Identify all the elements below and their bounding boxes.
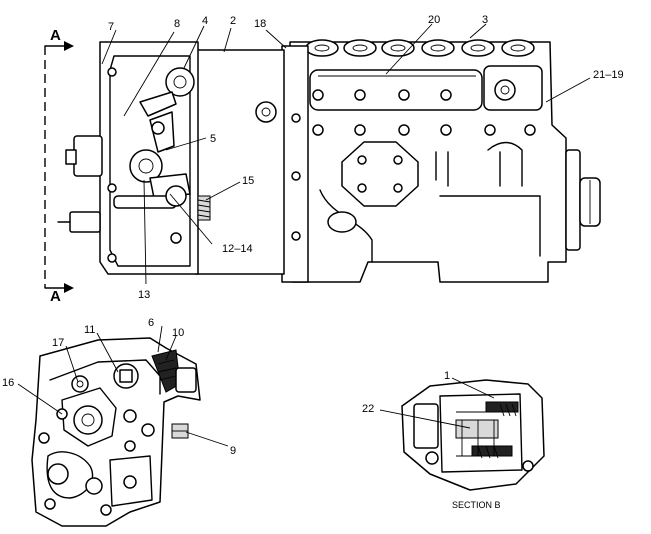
plunger-heads (305, 39, 535, 57)
section-mark-bottom: A (50, 288, 61, 305)
governor-assembly (57, 41, 285, 275)
callout-18: 18 (254, 18, 266, 30)
callout-labels: 7 8 4 2 18 20 3 21–19 5 15 12–14 13 6 10… (2, 14, 624, 457)
callout-13: 13 (138, 289, 150, 301)
section-a-view (31, 337, 201, 527)
callout-2: 2 (230, 15, 236, 27)
callout-4: 4 (202, 15, 208, 27)
callout-6: 6 (148, 317, 154, 329)
callout-10: 10 (172, 327, 184, 339)
callout-3: 3 (482, 14, 488, 26)
section-mark-top: A (50, 27, 61, 44)
callout-17: 17 (52, 337, 64, 349)
callout-12-14: 12–14 (222, 243, 253, 255)
callout-7: 7 (108, 21, 114, 33)
callout-22: 22 (362, 403, 374, 415)
section-b-view: SECTION B (401, 379, 545, 510)
leader-lines (17, 23, 591, 447)
callout-11: 11 (84, 324, 95, 336)
section-line-a: A A (44, 27, 74, 305)
callout-20: 20 (428, 14, 440, 26)
cover-bolts (312, 89, 536, 136)
main-pump-assembly (281, 39, 601, 283)
callout-9: 9 (230, 445, 236, 457)
section-b-caption: SECTION B (452, 500, 501, 510)
callout-21-19: 21–19 (593, 69, 624, 81)
callout-8: 8 (174, 18, 180, 30)
callout-15: 15 (242, 175, 254, 187)
callout-1: 1 (444, 370, 450, 382)
callout-16: 16 (2, 377, 14, 389)
callout-5: 5 (210, 133, 216, 145)
